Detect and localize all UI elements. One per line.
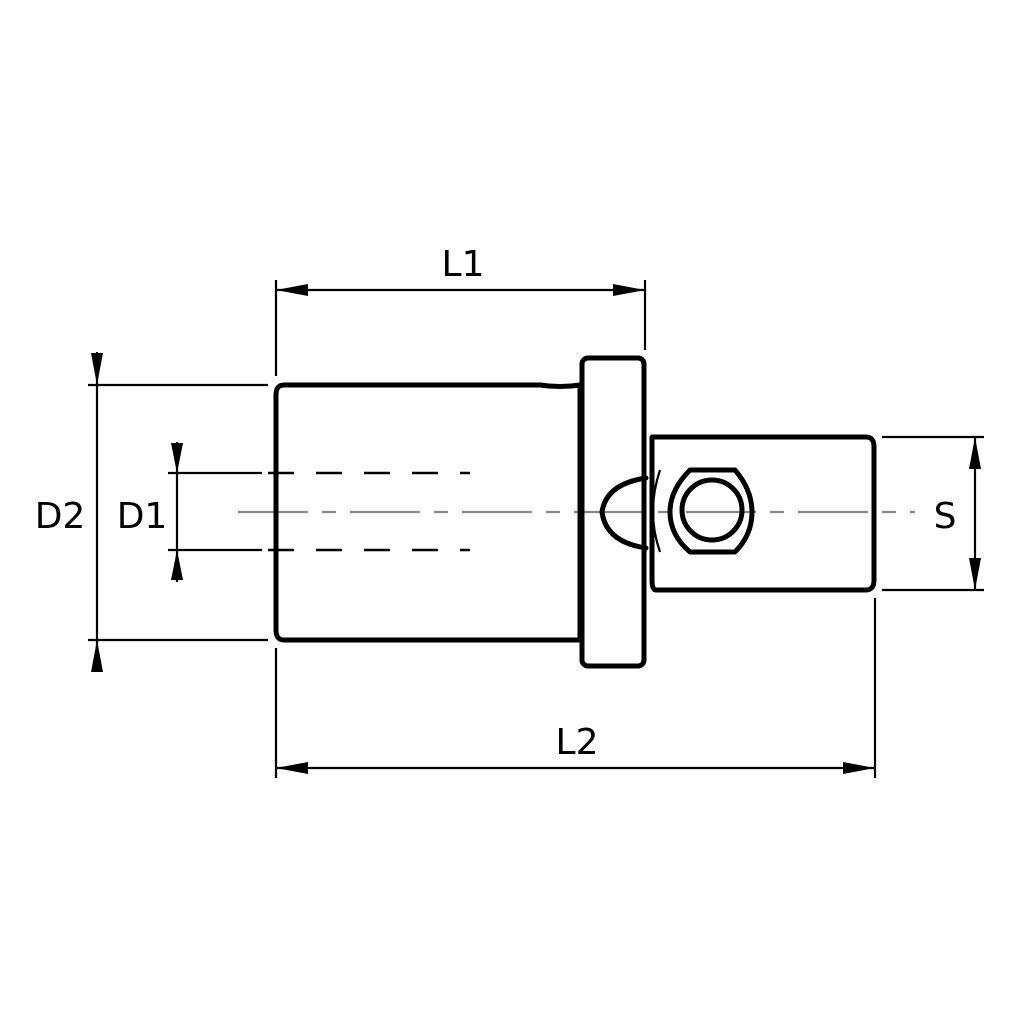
arrow-s-bottom bbox=[969, 558, 981, 590]
arrow-d2-top bbox=[91, 353, 103, 385]
arrow-d2-bottom bbox=[91, 640, 103, 672]
label-d2: D2 bbox=[35, 496, 86, 537]
arrow-d1-bottom bbox=[171, 550, 183, 580]
label-l2: L2 bbox=[556, 722, 599, 763]
label-l1: L1 bbox=[442, 244, 485, 285]
cross-pin-outer bbox=[667, 467, 755, 555]
cross-pin-edge bbox=[651, 469, 662, 553]
clamping-screw bbox=[599, 475, 649, 551]
arrow-d1-top bbox=[171, 443, 183, 473]
arrow-s-top bbox=[969, 437, 981, 469]
cross-pin-inner bbox=[679, 477, 745, 543]
collar-flange bbox=[579, 355, 647, 669]
arrow-l1-left bbox=[276, 284, 308, 296]
main-body bbox=[273, 382, 583, 643]
label-s: S bbox=[934, 496, 957, 537]
label-d1: D1 bbox=[117, 496, 168, 537]
arrow-l1-right bbox=[613, 284, 645, 296]
arrow-l2-right bbox=[843, 762, 875, 774]
arrow-l2-left bbox=[276, 762, 308, 774]
shank bbox=[649, 434, 877, 593]
